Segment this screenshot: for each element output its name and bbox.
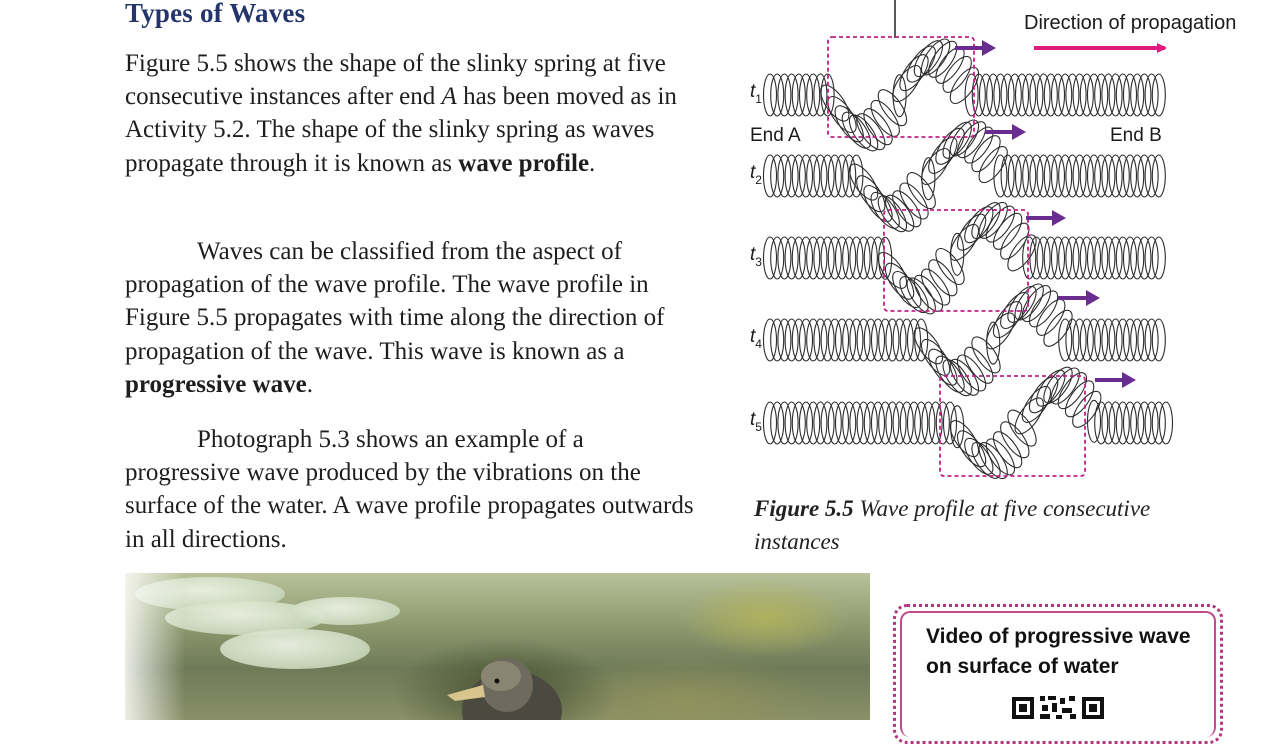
slinky-spring-t5 — [762, 366, 1174, 480]
figure-slinky-diagram: Direction of propagation End A End B t1 t… — [750, 0, 1236, 480]
lily-pad — [220, 629, 370, 669]
paragraph-wave-profile: Figure 5.5 shows the shape of the slinky… — [125, 47, 705, 180]
term-wave-profile: wave profile — [458, 149, 590, 177]
dashed-box-t3 — [883, 209, 1029, 312]
dashed-box-t5 — [939, 375, 1086, 477]
propagation-arrowhead-t3 — [1052, 210, 1066, 226]
figure-caption: Figure 5.5 Wave profile at five consecut… — [754, 492, 1224, 558]
qr-code-icon[interactable] — [1012, 694, 1104, 720]
p1-end: . — [589, 149, 596, 177]
p1-text: Figure 5.5 shows the shape of the slinky… — [125, 50, 666, 111]
p1-italic-a: A — [441, 83, 457, 111]
p1-text2: has been moved as in Activity 5.2. The s… — [125, 83, 677, 177]
instance-label-t2: t2 — [750, 162, 762, 187]
video-title-line2: on surface of water — [926, 655, 1119, 678]
end-b-label: End B — [1110, 125, 1162, 146]
p2-text: Waves can be classified from the aspect … — [125, 238, 665, 365]
caption-text: Wave profile at five consecutive instanc… — [754, 496, 1151, 554]
duck-illustration — [447, 658, 562, 720]
section-heading: Types of Waves — [125, 0, 306, 28]
lily-pad — [290, 597, 400, 625]
p3-text: Photograph 5.3 shows an example of a pro… — [125, 426, 694, 553]
paragraph-photograph: Photograph 5.3 shows an example of a pro… — [125, 423, 705, 556]
slinky-spring-t3 — [762, 201, 1166, 315]
slinky-spring-t1 — [762, 38, 1166, 152]
video-title-line1: Video of progressive wave — [926, 625, 1191, 648]
dashed-box-t1 — [827, 36, 975, 138]
term-progressive-wave: progressive wave — [125, 370, 307, 398]
instance-label-t4: t4 — [750, 326, 762, 351]
caption-label: Figure 5.5 — [754, 496, 854, 521]
instance-label-t1: t1 — [750, 81, 762, 106]
dashed-pulse-boxes — [827, 36, 1086, 477]
direction-label: Direction of propagation — [1024, 12, 1236, 34]
video-title: Video of progressive wave on surface of w… — [926, 622, 1216, 682]
slinky-spring-t2 — [762, 119, 1166, 233]
paragraph-progressive-wave: Waves can be classified from the aspect … — [125, 235, 705, 401]
slinky-springs — [762, 38, 1174, 480]
propagation-arrowhead-t5 — [1122, 372, 1136, 388]
photograph-duck-pond — [125, 573, 870, 720]
p2-end: . — [306, 370, 313, 398]
propagation-arrowhead-t4 — [1086, 290, 1100, 306]
propagation-arrowhead-t1 — [982, 40, 996, 56]
instance-label-t5: t5 — [750, 409, 762, 434]
slinky-spring-t4 — [762, 283, 1166, 397]
propagation-arrows — [955, 40, 1136, 388]
instance-label-t3: t3 — [750, 244, 762, 269]
propagation-arrowhead-t2 — [1012, 124, 1026, 140]
end-a-label: End A — [750, 125, 801, 146]
